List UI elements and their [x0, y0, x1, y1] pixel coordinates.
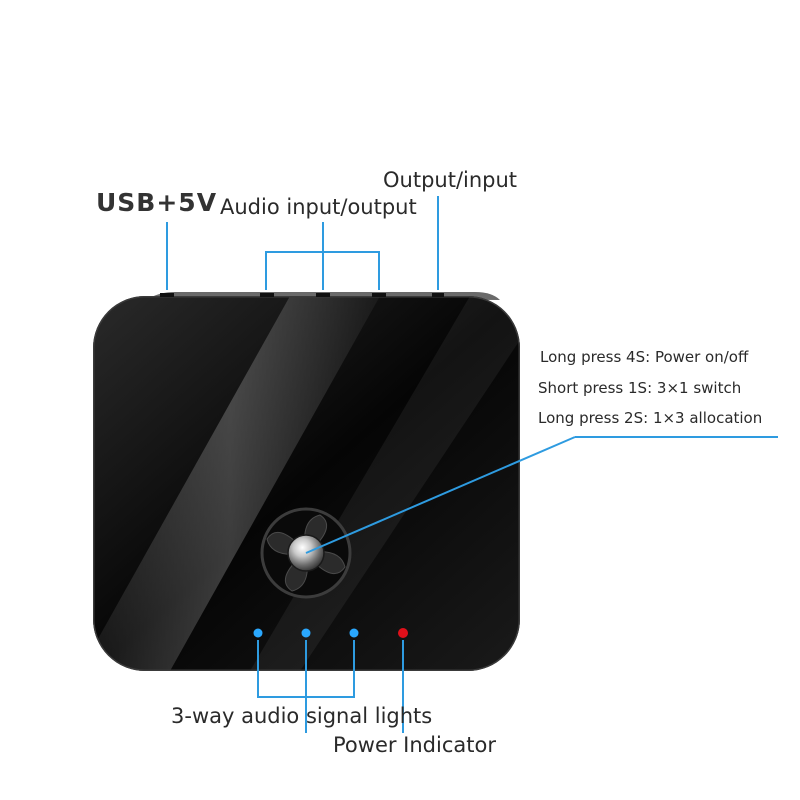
audio-io-label: Audio input/output — [220, 195, 417, 219]
output-input-label: Output/input — [383, 168, 518, 192]
audio-port-3 — [372, 293, 386, 297]
gloss-reflection — [93, 296, 380, 671]
signal-lights-label: 3-way audio signal lights — [171, 704, 433, 728]
usb-label: USB+5V — [96, 188, 218, 217]
callout-lines — [166, 196, 778, 733]
signal-led-3 — [349, 628, 359, 638]
instruction-power: Long press 4S: Power on/off — [540, 348, 749, 366]
instruction-switch: Short press 1S: 3×1 switch — [538, 379, 742, 397]
usb-port — [160, 293, 174, 297]
signal-led-1 — [253, 628, 263, 638]
power-led — [398, 628, 408, 638]
instruction-allocation: Long press 2S: 1×3 allocation — [538, 409, 763, 427]
output-port — [432, 293, 444, 297]
power-indicator-label: Power Indicator — [333, 733, 496, 757]
audio-port-1 — [260, 293, 274, 297]
signal-led-2 — [301, 628, 311, 638]
audio-port-2 — [316, 293, 330, 297]
